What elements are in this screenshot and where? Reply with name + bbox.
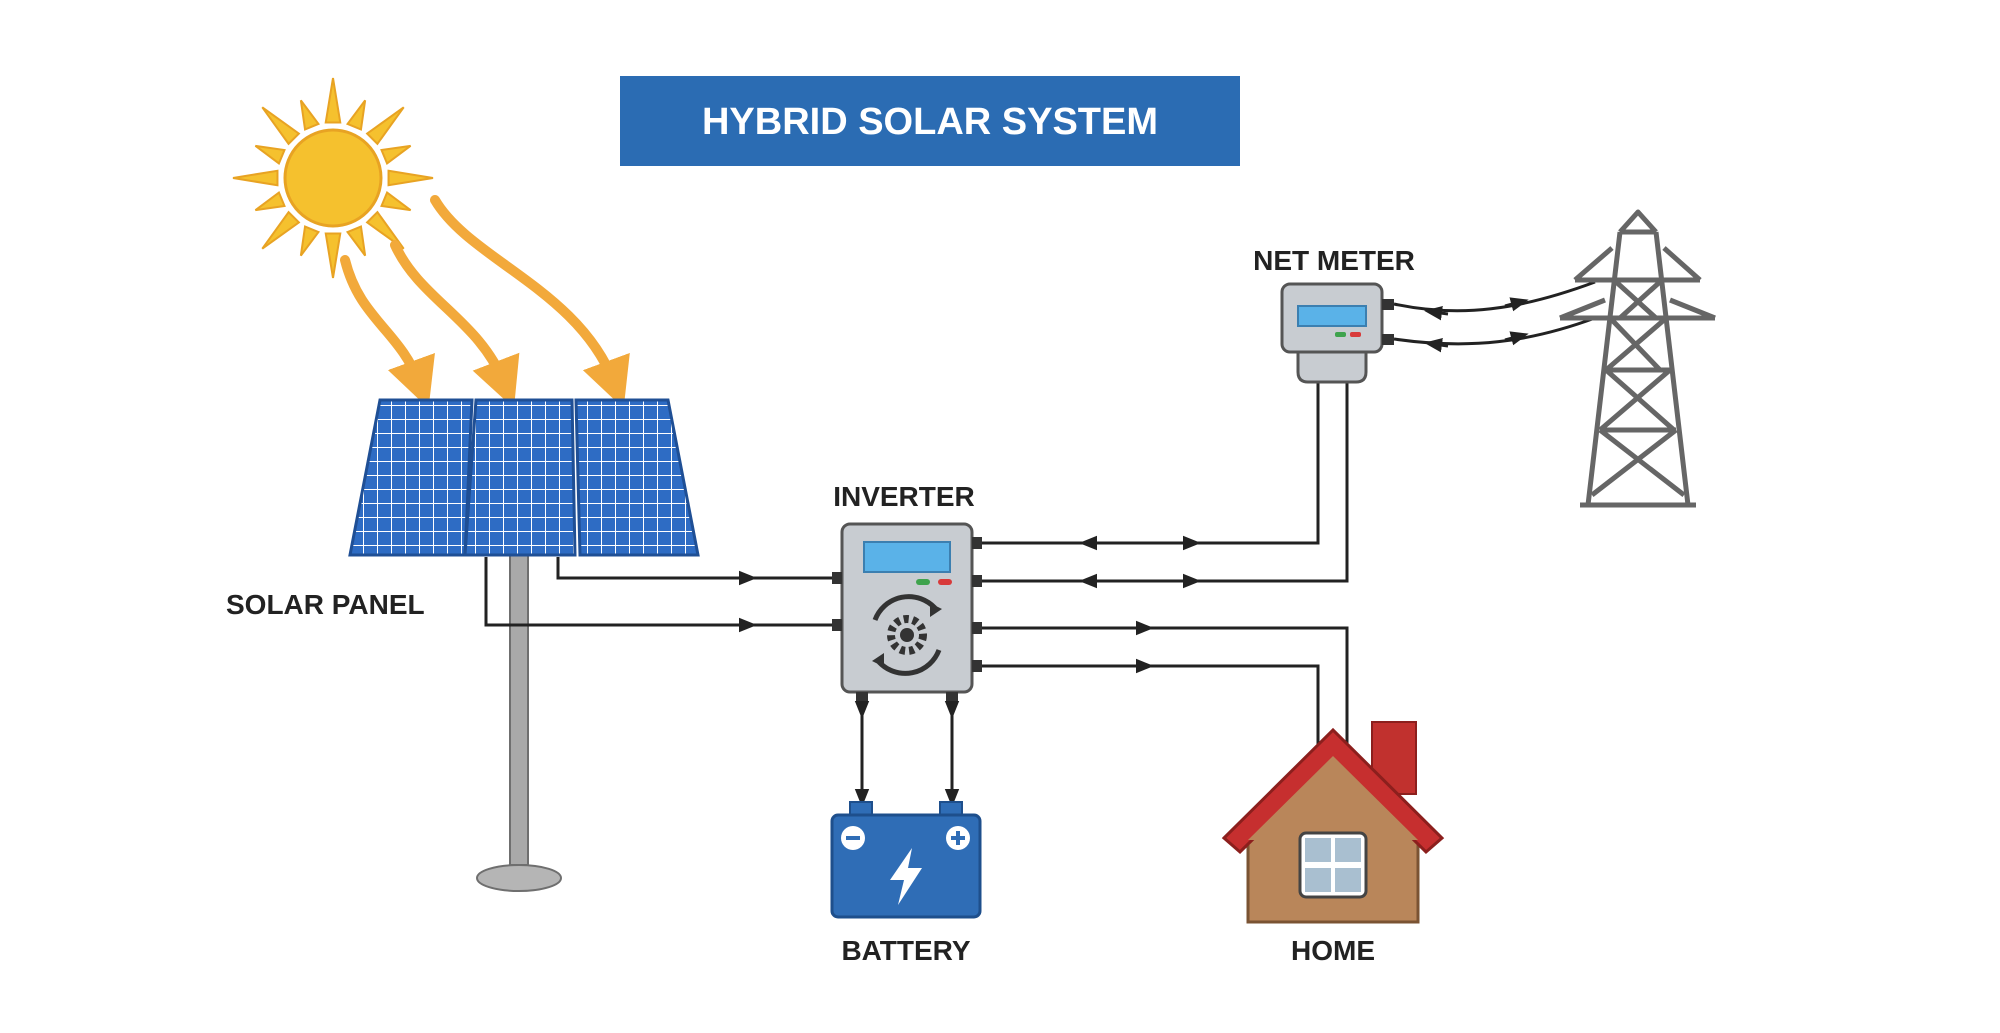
sun-ray [261,210,301,250]
meter-to-grid-wires [1393,280,1596,353]
battery-label: BATTERY [841,935,970,966]
sun-rays [232,77,434,279]
battery-icon [830,801,982,919]
sun-ray [232,169,279,187]
sun-ray [380,144,412,166]
inverter-label: INVERTER [833,481,975,512]
home-label: HOME [1291,935,1375,966]
sunlight-arrows [340,195,630,409]
sun-ray [254,190,286,212]
inverter-to-home-wires [982,620,1349,760]
sun-ray [299,225,321,257]
inverter-icon [832,522,982,702]
sun-icon [232,77,434,279]
sun-ray [365,106,405,146]
sun-ray [345,99,367,131]
sun-ray [380,190,412,212]
sun-ray [261,106,301,146]
panel-to-inverter-wires [484,557,836,633]
inverter-to-battery-wires [854,701,960,807]
sun-ray [345,225,367,257]
house-icon [1221,721,1445,924]
diagram-title: HYBRID SOLAR SYSTEM [702,101,1158,143]
sun-ray [324,232,342,279]
sun-ray [387,169,434,187]
sun-ray [254,144,286,166]
solar-panel-icon [348,398,700,892]
sun-ray [324,77,342,124]
inverter-to-meter-wires [982,382,1349,589]
sun-ray [299,99,321,131]
sun-ray [365,210,405,250]
title-banner: HYBRID SOLAR SYSTEM [620,76,1240,166]
net-meter-label: NET METER [1253,245,1415,276]
net-meter-icon [1280,282,1394,384]
solar-panel-label: SOLAR PANEL [226,589,425,620]
transmission-tower-icon [1559,209,1716,508]
